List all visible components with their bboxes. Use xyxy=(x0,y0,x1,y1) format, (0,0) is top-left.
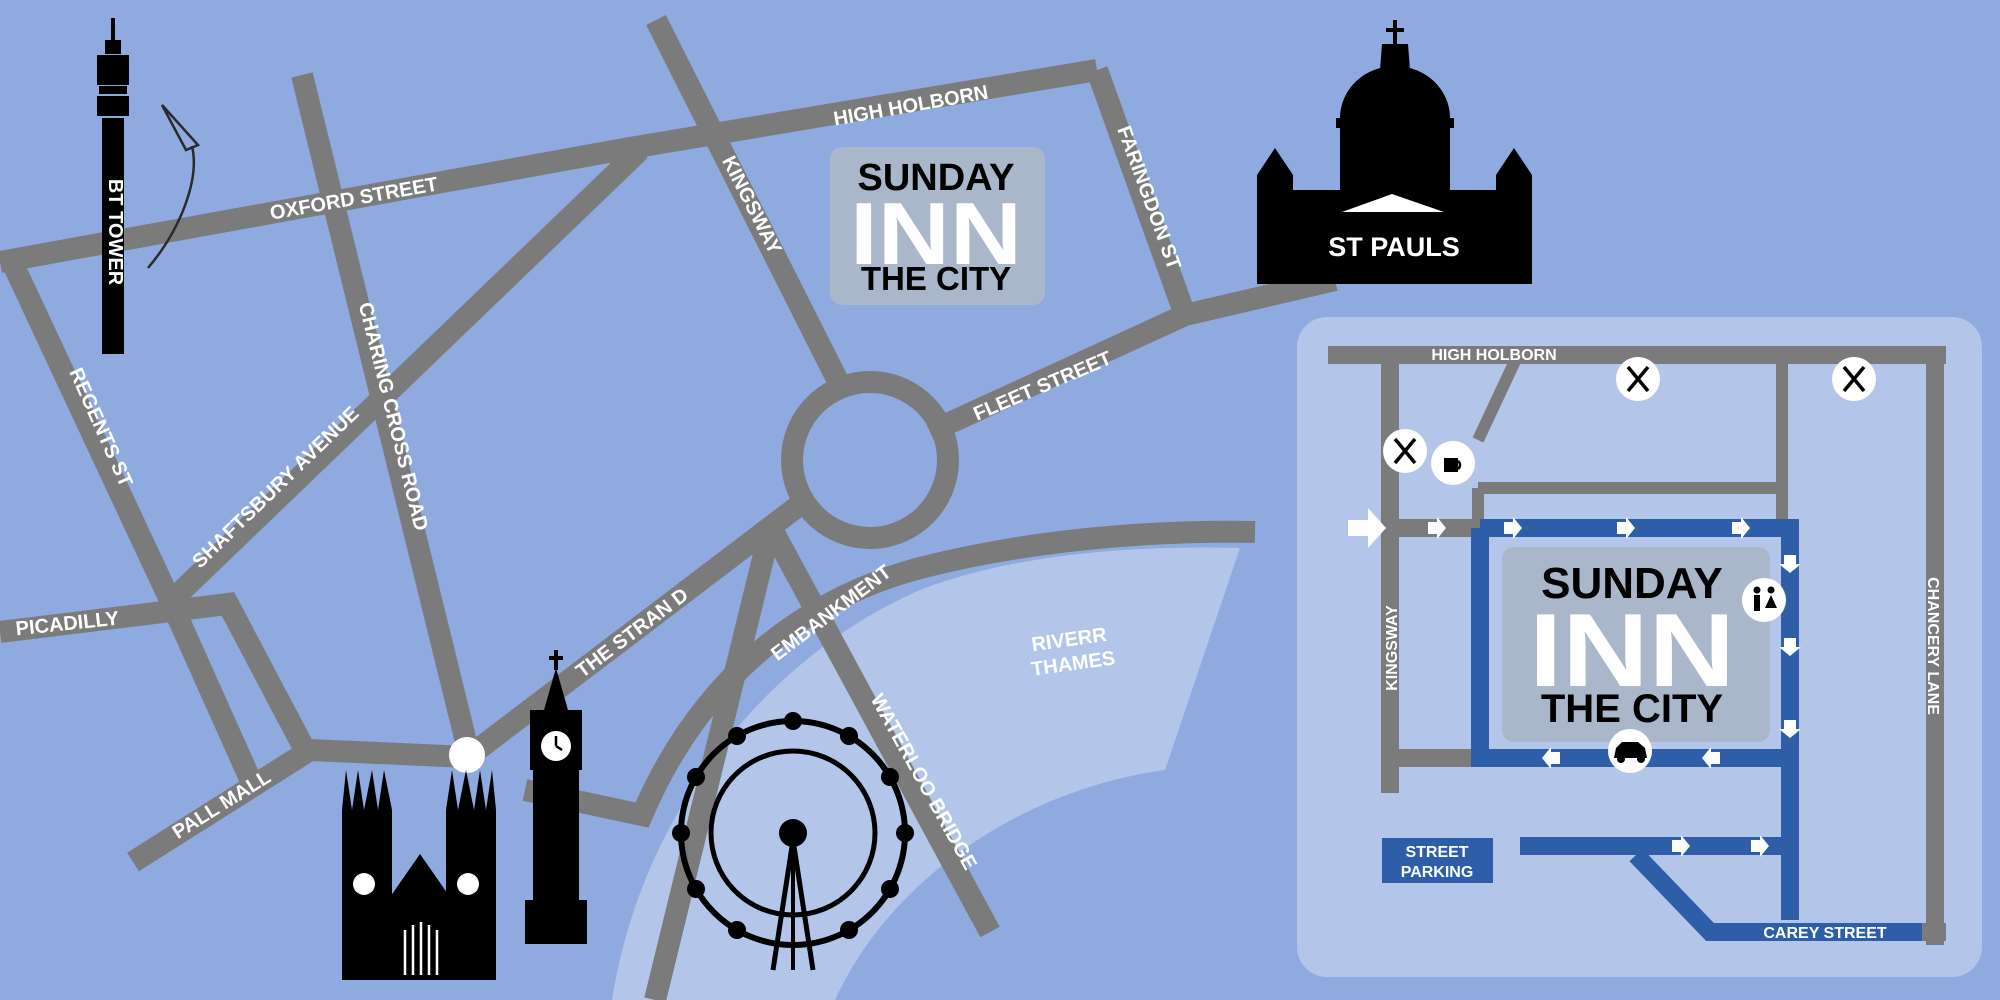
inset-hotel-box xyxy=(1502,547,1770,742)
inset-label-chancery-lane: CHANCERY LANE xyxy=(1924,577,1941,715)
road-faringdon-st xyxy=(1086,66,1196,319)
restaurant-icon xyxy=(1832,357,1876,401)
entrance-arrow-icon xyxy=(1348,508,1386,548)
road-network xyxy=(0,15,1338,1000)
big-ben-landmark xyxy=(525,650,587,944)
road-embankment-north xyxy=(644,527,781,1000)
st-pauls-label: ST PAULS xyxy=(1328,232,1460,262)
hotel-name-line3: THE CITY xyxy=(861,260,1011,297)
inset-hotel-line1: SUNDAY xyxy=(1541,559,1723,608)
road-the-strand xyxy=(461,488,817,766)
road-pall-mall xyxy=(127,738,469,872)
north-arrow-icon xyxy=(147,104,201,269)
hotel-name-line1: SUNDAY xyxy=(858,157,1015,199)
london-eye-landmark xyxy=(672,712,914,971)
roundabout xyxy=(781,371,959,549)
inset-hotel-line3: THE CITY xyxy=(1541,687,1724,731)
road-charing-cross-road xyxy=(291,72,479,753)
car-icon xyxy=(1608,729,1652,773)
road-waterloo-bridge xyxy=(764,527,1000,938)
road-kingsway xyxy=(646,15,856,402)
inset-label-kingsway: KINGSWAY xyxy=(1384,605,1401,691)
street-parking-line1: STREET xyxy=(1405,844,1468,861)
hotel-box: SUNDAY INN THE CITY xyxy=(830,147,1045,305)
inset-label-high-holborn: HIGH HOLBORN xyxy=(1431,347,1556,364)
road-shaftsbury-avenue xyxy=(162,142,648,610)
road-picadilly xyxy=(0,592,315,756)
inset-hotel-line2: INN xyxy=(1529,593,1735,709)
inset-label-carey-street: CAREY STREET xyxy=(1763,925,1887,942)
one-way-arrow-icon xyxy=(1428,517,1801,857)
bt-tower-landmark: BT TOWER xyxy=(97,18,201,354)
st-pauls-landmark: ST PAULS xyxy=(1257,20,1532,284)
road-embankment xyxy=(522,520,1256,828)
cafe-icon xyxy=(1431,441,1475,485)
hotel-name-line2: INN xyxy=(850,184,1022,283)
inset-map: SUNDAY INN THE CITY xyxy=(1297,317,1982,977)
trafalgar-junction-dot xyxy=(449,737,485,773)
bt-tower-label: BT TOWER xyxy=(104,179,126,286)
restaurant-icon xyxy=(1383,429,1427,473)
restaurant-icon xyxy=(1616,357,1660,401)
road-fleet-street xyxy=(925,269,1338,442)
street-parking-line2: PARKING xyxy=(1401,864,1474,881)
westminster-abbey-landmark xyxy=(342,770,496,980)
toilets-icon xyxy=(1742,578,1786,622)
one-way-route xyxy=(1480,519,1799,920)
river-thames xyxy=(612,547,1240,1000)
street-parking-badge xyxy=(1382,838,1493,883)
